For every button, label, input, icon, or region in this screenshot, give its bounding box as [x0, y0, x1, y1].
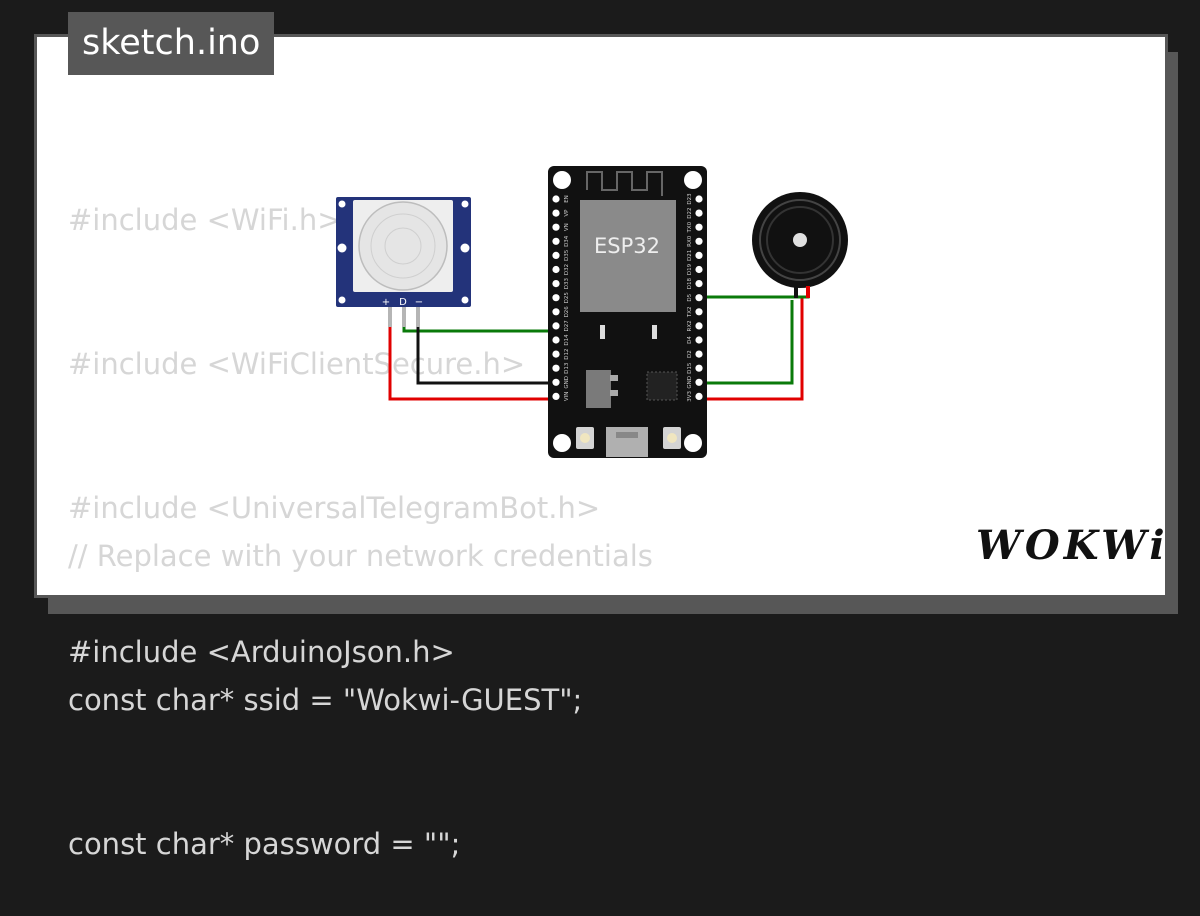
code-line: #include <UniversalTelegramBot.h>: [68, 491, 601, 525]
esp32-pin-label: D33: [564, 277, 570, 289]
esp32-pin[interactable]: [695, 237, 703, 245]
esp32-pin-label: VIN: [564, 392, 570, 402]
esp32-chip: [580, 200, 676, 312]
code-line: // Replace with your network credentials: [68, 539, 653, 573]
esp32-pin-label: D35: [564, 249, 570, 261]
esp32-pin[interactable]: [552, 364, 560, 372]
esp32-pin-label: D21: [687, 250, 693, 261]
pir-dome: [358, 201, 448, 291]
voltage-regulator: [586, 370, 611, 408]
esp32-pin[interactable]: [552, 195, 560, 203]
buzzer[interactable]: [752, 192, 848, 298]
esp32-pin-label: D32: [564, 264, 570, 275]
esp32-pin[interactable]: [552, 392, 560, 400]
esp32-pin[interactable]: [552, 336, 560, 344]
esp32-pin-label: D4: [687, 336, 693, 344]
esp32-pin-label: D18: [687, 277, 693, 289]
esp32-pin[interactable]: [695, 294, 703, 302]
esp32-pin[interactable]: [695, 308, 703, 316]
esp32-pin-label: D19: [687, 263, 693, 275]
esp32-pin[interactable]: [695, 251, 703, 259]
esp32-pin-label: D26: [564, 306, 570, 318]
usb-port: [606, 427, 648, 457]
buzzer-hole: [793, 233, 807, 247]
pir-pin-label: D: [399, 297, 407, 308]
esp32-pin-label: D13: [564, 362, 570, 374]
wokwi-logo: WOKWi: [976, 522, 1169, 569]
esp32-pin[interactable]: [552, 378, 560, 386]
esp32-pin-label: D5: [687, 293, 693, 301]
esp32-pin-label: TX2: [687, 306, 693, 318]
esp32-pin[interactable]: [552, 209, 560, 217]
code-line: const char* password = "";: [68, 827, 461, 861]
antenna-trace: [586, 171, 663, 196]
esp32-pin[interactable]: [695, 195, 703, 203]
esp32-pin-label: D27: [564, 320, 570, 332]
wire-buzzer-signal: [700, 288, 810, 299]
esp32-pin[interactable]: [695, 350, 703, 358]
esp32-pin[interactable]: [695, 322, 703, 330]
esp32-pin-label: D15: [687, 362, 693, 374]
esp32-pin[interactable]: [695, 392, 703, 400]
esp32-pin[interactable]: [552, 294, 560, 302]
esp32-pin-label: D23: [687, 193, 693, 205]
esp32-pin-label: EN: [564, 195, 570, 203]
esp32-pin-label: D14: [564, 334, 570, 346]
esp32-pin-label: TX0: [687, 221, 693, 233]
esp32-pin-label: D12: [564, 348, 570, 359]
code-line: const char* ssid = "Wokwi-GUEST";: [68, 683, 583, 717]
pir-sensor[interactable]: + D −: [336, 197, 471, 327]
esp32-pin-label: GND: [564, 376, 570, 389]
pir-pin-label: +: [382, 297, 390, 308]
esp32-pin-label: VP: [564, 209, 570, 217]
esp32-pin-label: VN: [564, 223, 570, 231]
code-line: #include <WiFiClientSecure.h>: [68, 347, 526, 381]
esp32-pin-label: D2: [687, 350, 693, 358]
esp32-pin[interactable]: [695, 364, 703, 372]
esp32-pin-label: RX2: [687, 320, 693, 331]
esp32-pin[interactable]: [552, 308, 560, 316]
esp32-pin[interactable]: [695, 209, 703, 217]
esp32-pin[interactable]: [552, 251, 560, 259]
circuit-diagram: + D − ESP32 ENVPVND34D35D32D33D25D26D27D…: [336, 166, 848, 458]
esp32-pin[interactable]: [552, 237, 560, 245]
esp32-pin[interactable]: [552, 322, 560, 330]
esp32-pin[interactable]: [695, 223, 703, 231]
esp32-pin[interactable]: [695, 378, 703, 386]
esp32-pin-label: D22: [687, 207, 693, 218]
esp32-pin[interactable]: [552, 223, 560, 231]
esp32-chip-label: ESP32: [594, 234, 660, 258]
usb-chip: [646, 371, 678, 401]
esp32-pin[interactable]: [552, 350, 560, 358]
pir-pin-label: −: [415, 297, 423, 308]
esp32-pin[interactable]: [695, 280, 703, 288]
esp32-pin-label: D34: [564, 235, 570, 247]
wire-pir-gnd: [416, 326, 556, 385]
esp32-pin[interactable]: [552, 265, 560, 274]
esp32-board[interactable]: ESP32 ENVPVND34D35D32D33D25D26D27D14D12D…: [548, 166, 707, 458]
wire-pir-signal: [402, 326, 558, 333]
esp32-pin-label: GND: [687, 376, 693, 389]
esp32-pin-label: RX0: [687, 235, 693, 247]
esp32-pin[interactable]: [695, 336, 703, 344]
esp32-pin[interactable]: [695, 265, 703, 274]
wire-buzzer-gnd: [700, 300, 794, 385]
code-line: #include <WiFi.h>: [68, 203, 342, 237]
file-name-tab[interactable]: sketch.ino: [68, 12, 275, 75]
esp32-pin-label: 3V3: [687, 391, 693, 402]
esp32-pin-label: D25: [564, 292, 570, 304]
esp32-pin[interactable]: [552, 280, 560, 288]
